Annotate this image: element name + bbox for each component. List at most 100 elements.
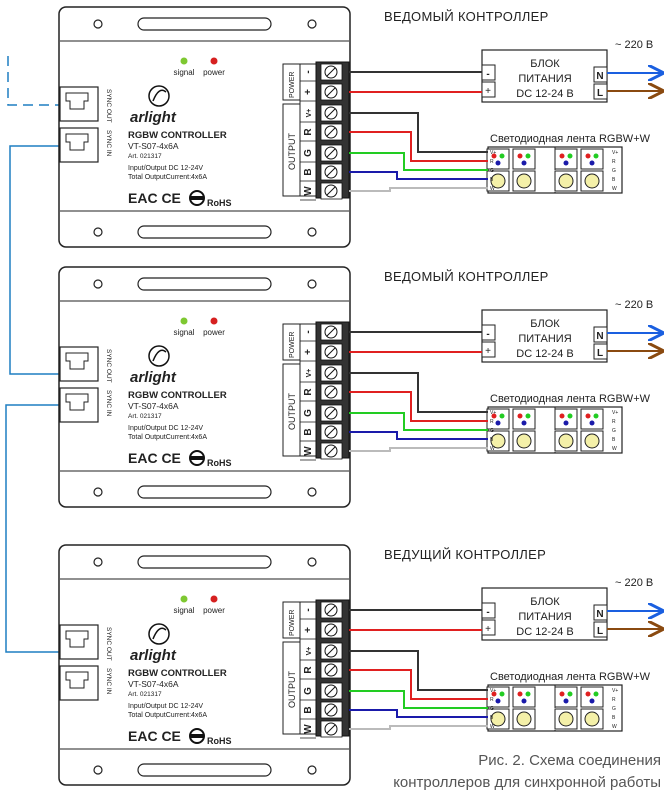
strip-pin-label-right: W xyxy=(612,186,617,192)
terminal-screw-slot xyxy=(326,724,336,734)
strip-pin-label-right: B xyxy=(612,715,616,721)
strip-pin-label-right: R xyxy=(612,159,616,165)
strip-pin-label-right: G xyxy=(612,428,616,434)
figure-caption: Рис. 2. Схема соединения контроллеров дл… xyxy=(361,750,661,794)
strip-pin-label-right: B xyxy=(612,177,616,183)
sync-out-port-label: SYNC OUT xyxy=(105,627,112,661)
mains-label: ~ 220 В xyxy=(615,299,653,311)
terminal-label: R xyxy=(303,128,314,136)
rgb-die-red xyxy=(559,413,565,419)
wire-blue xyxy=(349,431,488,440)
rgb-die-blue xyxy=(589,160,595,166)
sync-out-port xyxy=(59,86,99,122)
sync-out-port-socket xyxy=(65,92,89,110)
caption-line-1: Рис. 2. Схема соединения xyxy=(478,752,661,769)
strip-label: Светодиодная лента RGBW+W xyxy=(490,393,651,405)
product-io: Input/Output DC 12-24V xyxy=(128,703,203,710)
brand-logo-icon xyxy=(148,85,170,107)
wire-blue xyxy=(349,171,488,180)
white-die xyxy=(558,711,574,727)
terminal-label: - xyxy=(303,330,314,333)
rgb-die-blue xyxy=(521,420,527,426)
brand-logo-swoosh xyxy=(152,89,167,102)
psu-n-terminal xyxy=(593,326,608,343)
terminal-screw-slot xyxy=(326,646,336,656)
rohs-mark: RoHS xyxy=(207,198,232,208)
sync-in-port-label: SYNC IN xyxy=(105,668,112,695)
product-current: Total OutputCurrent:4x6A xyxy=(128,434,207,441)
white-die xyxy=(516,433,532,449)
rgb-die-green xyxy=(525,153,531,159)
terminal-label: G xyxy=(303,149,314,157)
white-die xyxy=(584,433,600,449)
sync-out-port-label: SYNC OUT xyxy=(105,349,112,383)
product-io: Input/Output DC 12-24V xyxy=(128,425,203,432)
signal-label: signal xyxy=(174,68,195,77)
mains-label: ~ 220 В xyxy=(615,39,653,51)
terminal-screw-slot xyxy=(326,705,336,715)
screw-hole xyxy=(93,19,103,29)
sync-out-port-label: SYNC OUT xyxy=(105,89,112,123)
strip-pin-label-left: G xyxy=(490,706,494,712)
rgb-die-green xyxy=(593,691,599,697)
psu-plus-label: + xyxy=(485,624,491,635)
rgb-die-red xyxy=(517,691,523,697)
cert-marks: EAC CE xyxy=(128,450,181,466)
product-model: VT-S07-4x6A xyxy=(128,141,179,151)
controller-role: ВЕДОМЫЙ КОНТРОЛЛЕР xyxy=(384,269,549,284)
psu-n-label: N xyxy=(596,609,603,620)
psu-line-2: ПИТАНИЯ xyxy=(518,73,571,85)
brand-name: arlight xyxy=(130,647,177,664)
psu-line-1: БЛОК xyxy=(530,596,560,608)
signal-led xyxy=(180,317,188,325)
psu-line-3: DC 12-24 В xyxy=(516,626,573,638)
psu-l-label: L xyxy=(597,88,603,99)
sync-out-dashed-line xyxy=(7,56,60,106)
screw-hole xyxy=(93,487,103,497)
psu-minus-label: - xyxy=(486,69,489,80)
strip-pin-label-left: V+ xyxy=(490,150,496,156)
mount-slot xyxy=(137,763,272,777)
wire-green xyxy=(349,412,488,431)
rgb-die-blue xyxy=(495,698,501,704)
psu-box xyxy=(481,49,608,103)
strip-pin-label-right: R xyxy=(612,697,616,703)
psu-line-3: DC 12-24 В xyxy=(516,348,573,360)
sync-in-port xyxy=(59,127,99,163)
white-die xyxy=(558,173,574,189)
rgb-die-green xyxy=(567,153,573,159)
controller-housing xyxy=(58,266,351,508)
wire-green xyxy=(349,690,488,709)
brand-logo-swoosh xyxy=(152,349,167,362)
strip-pin-label-left: G xyxy=(490,168,494,174)
terminal-label: - xyxy=(303,608,314,611)
rohs-mark: RoHS xyxy=(207,458,232,468)
sync-in-port-socket xyxy=(65,671,89,689)
psu-plus-terminal xyxy=(481,619,496,636)
strip-pin-label-left: R xyxy=(490,697,494,703)
terminal-label: W xyxy=(303,446,314,456)
power-label: power xyxy=(203,68,225,77)
rgb-die-green xyxy=(567,413,573,419)
rgb-die-green xyxy=(499,691,505,697)
wire-white xyxy=(349,447,488,452)
terminal-screw-slot xyxy=(326,108,336,118)
rgb-die-red xyxy=(491,691,497,697)
signal-label: signal xyxy=(174,606,195,615)
sync-in-port-label: SYNC IN xyxy=(105,390,112,417)
wire-white xyxy=(349,725,488,730)
wire-red xyxy=(349,391,488,422)
strip-pin-label-right: V+ xyxy=(612,150,618,156)
terminal-screw-slot xyxy=(326,67,336,77)
rgb-die-red xyxy=(559,691,565,697)
terminal-screw-slot xyxy=(326,665,336,675)
white-die xyxy=(516,711,532,727)
sync-out-port xyxy=(59,346,99,382)
rgb-die-blue xyxy=(563,698,569,704)
rgb-chip xyxy=(554,686,578,708)
terminal-screw-slot xyxy=(326,427,336,437)
rgb-die-blue xyxy=(521,160,527,166)
